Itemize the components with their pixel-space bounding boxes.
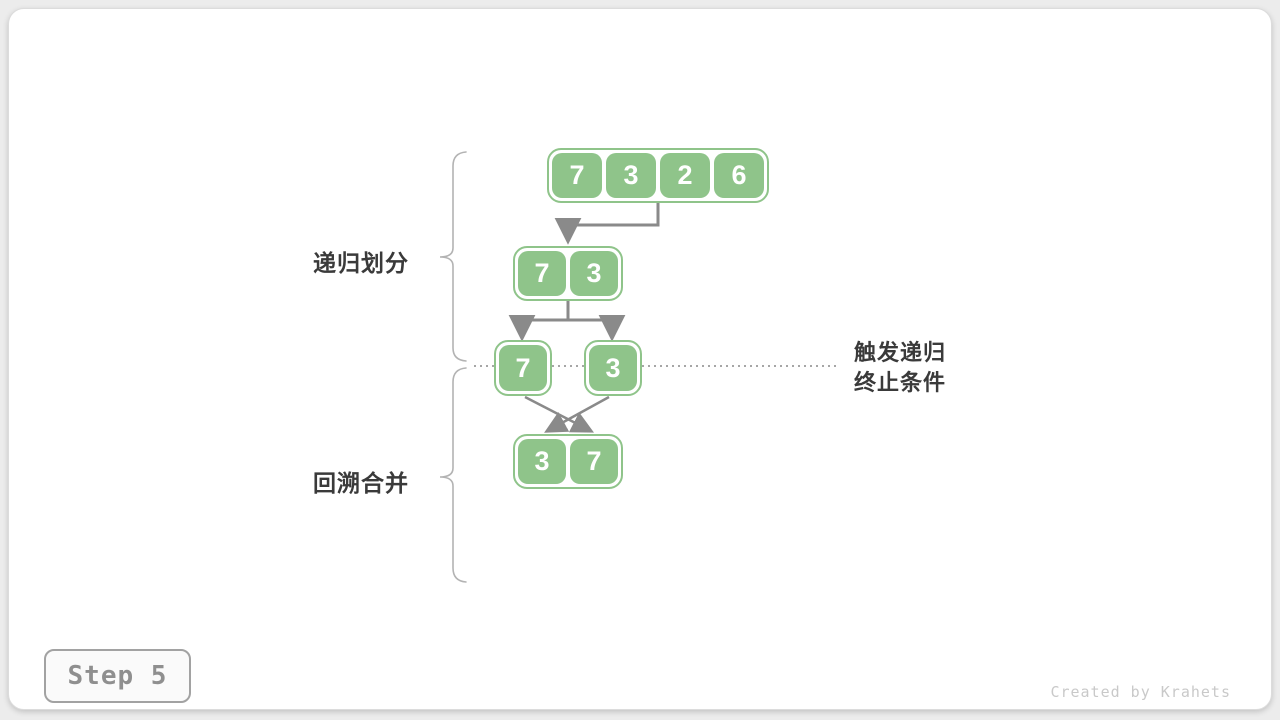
label-termination-condition: 触发递归 终止条件 <box>854 338 946 398</box>
array-cell: 7 <box>518 251 566 296</box>
label-termination-line1: 触发递归 <box>854 340 947 365</box>
arrow-split-stem <box>520 297 614 322</box>
array-single-right: 3 <box>584 340 642 396</box>
label-recursive-divide: 递归划分 <box>313 250 409 276</box>
label-termination-line2: 终止条件 <box>854 370 947 395</box>
array-cell: 7 <box>499 345 547 391</box>
arrow-divide-1 <box>554 201 660 245</box>
array-cell: 3 <box>606 153 656 198</box>
brace-divide <box>439 151 467 362</box>
array-level-1: 7 3 2 6 <box>547 148 769 203</box>
array-single-left: 7 <box>494 340 552 396</box>
array-level-2: 7 3 <box>513 246 623 301</box>
watermark-text: Created by Krahets <box>1050 683 1231 701</box>
array-cell: 6 <box>714 153 764 198</box>
array-merged: 3 7 <box>513 434 623 489</box>
brace-merge <box>439 367 467 583</box>
arrow-merge-left-to-right <box>524 395 594 433</box>
array-cell: 3 <box>570 251 618 296</box>
array-cell: 3 <box>518 439 566 484</box>
figure-card: 7 3 2 6 7 3 7 3 3 7 递归划分 回溯合并 触发递归 终止条件 … <box>8 8 1272 710</box>
step-badge: Step 5 <box>44 649 191 703</box>
array-cell: 3 <box>589 345 637 391</box>
array-cell: 7 <box>552 153 602 198</box>
label-backtrack-merge: 回溯合并 <box>313 470 409 496</box>
arrow-merge-right-to-left <box>544 395 610 433</box>
array-cell: 7 <box>570 439 618 484</box>
array-cell: 2 <box>660 153 710 198</box>
